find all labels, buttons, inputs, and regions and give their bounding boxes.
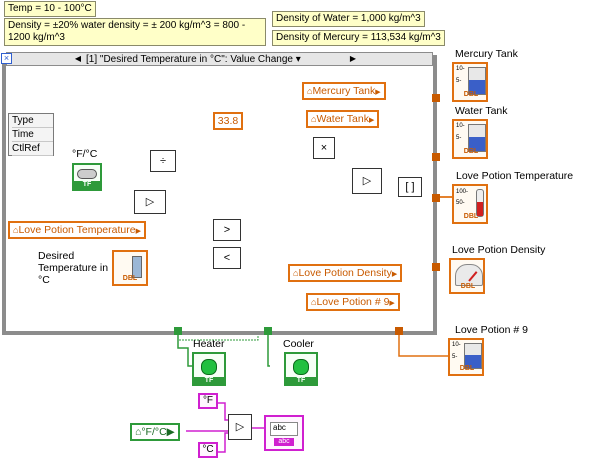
event-data-type: Type xyxy=(12,114,53,128)
temperature-indicator: 100- 50- DBL xyxy=(452,184,488,224)
heater-indicator: TF xyxy=(192,352,226,386)
desired-temp-label: Desired Temperature in °C xyxy=(38,250,109,286)
arrow-icon: ▶ xyxy=(166,426,175,438)
mercury-tank-indicator: 10- 5- DBL xyxy=(452,62,488,102)
note-temp-range: Temp = 10 - 100°C xyxy=(4,1,96,17)
slider-icon xyxy=(132,256,142,278)
case-decrement-icon[interactable]: ◀ xyxy=(74,54,82,63)
house-icon: ⌂ xyxy=(13,225,19,235)
note-density-range: Density = ±20% water density = ± 200 kg/… xyxy=(4,18,266,46)
string-indicator: abc abc xyxy=(264,415,304,451)
love-potion-9-indicator: 10- 5- DBL xyxy=(448,338,484,376)
numeric-constant[interactable]: 33.8 xyxy=(213,112,243,130)
love-potion-9-label: Love Potion # 9 xyxy=(455,324,528,336)
mercury-tank-label: Mercury Tank xyxy=(455,48,518,60)
tunnel-cooler xyxy=(264,327,272,335)
case-label: "Desired Temperature in °C": Value Chang… xyxy=(99,54,293,65)
house-icon: ⌂ xyxy=(293,268,299,278)
density-label: Love Potion Density xyxy=(452,244,546,256)
house-icon: ⌂ xyxy=(307,86,313,96)
house-icon: ⌂ xyxy=(135,426,142,438)
note-water-density: Density of Water = 1,000 kg/m^3 xyxy=(272,11,425,27)
ref-mercury-tank[interactable]: ⌂Mercury Tank▶ xyxy=(302,82,386,100)
case-selector[interactable]: [1] "Desired Temperature in °C": Value C… xyxy=(86,53,346,67)
event-data-time: Time xyxy=(12,128,53,142)
ref-unit-switch[interactable]: ⌂°F/°C▶ xyxy=(130,423,180,441)
case-index: [1] xyxy=(86,54,98,65)
event-structure-frame[interactable] xyxy=(2,55,437,335)
arrow-icon: ▶ xyxy=(368,117,375,124)
case-increment-icon[interactable]: ▶ xyxy=(349,54,357,63)
tunnel-heater xyxy=(174,327,182,335)
temperature-label: Love Potion Temperature xyxy=(456,170,574,182)
led-icon xyxy=(201,359,217,375)
string-constant-fahrenheit[interactable]: °F xyxy=(198,393,218,409)
desired-temp-type: DBL xyxy=(122,275,138,282)
house-icon: ⌂ xyxy=(311,114,317,124)
event-data-ctlref: CtlRef xyxy=(12,142,53,156)
dropdown-icon[interactable]: ▾ xyxy=(295,54,301,65)
ref-love-potion-temperature[interactable]: ⌂Love Potion Temperature▶ xyxy=(8,221,146,239)
multiply-function[interactable]: × xyxy=(313,137,335,159)
tunnel-density xyxy=(432,263,440,271)
select-function[interactable]: ▷ xyxy=(134,190,166,214)
led-icon xyxy=(293,359,309,375)
event-data-node[interactable]: Type Time CtlRef xyxy=(8,113,54,156)
cooler-indicator: TF xyxy=(284,352,318,386)
toggle-switch-icon xyxy=(77,169,97,179)
arrow-icon: ▶ xyxy=(389,300,395,307)
ref-love-potion-density[interactable]: ⌂Love Potion Density▶ xyxy=(288,264,403,282)
water-tank-indicator: 10- 5- DBL xyxy=(452,119,488,159)
unit-switch-type: TF xyxy=(74,181,100,189)
arrow-icon: ▶ xyxy=(375,89,381,96)
desired-temp-control[interactable]: DBL xyxy=(112,250,148,286)
divide-function[interactable]: ÷ xyxy=(150,150,176,172)
unit-switch-label: °F/°C xyxy=(72,148,98,160)
gauge-icon xyxy=(455,264,483,286)
stop-icon[interactable]: × xyxy=(1,53,12,64)
ref-love-potion-9[interactable]: ⌂Love Potion # 9▶ xyxy=(306,293,400,311)
water-tank-label: Water Tank xyxy=(455,105,508,117)
tunnel-potion9 xyxy=(395,327,403,335)
ref-water-tank[interactable]: ⌂Water Tank▶ xyxy=(306,110,380,128)
less-function[interactable]: < xyxy=(213,247,241,269)
tunnel-mercury xyxy=(432,94,440,102)
tank-icon xyxy=(468,67,486,95)
unit-switch-control[interactable]: TF xyxy=(72,163,102,191)
house-icon: ⌂ xyxy=(311,297,317,307)
string-constant-celsius[interactable]: °C xyxy=(198,442,218,458)
density-indicator: DBL xyxy=(449,258,485,294)
heater-label: Heater xyxy=(193,338,225,350)
arrow-icon: ▶ xyxy=(391,271,398,278)
select-string-function[interactable]: ▷ xyxy=(228,414,252,440)
greater-function[interactable]: > xyxy=(213,219,241,241)
cooler-label: Cooler xyxy=(283,338,314,350)
arrow-icon: ▶ xyxy=(135,228,141,235)
tunnel-temperature xyxy=(432,194,440,202)
select-function-2[interactable]: ▷ xyxy=(352,168,382,194)
tank-icon xyxy=(468,124,486,152)
tank-icon xyxy=(464,343,482,369)
tunnel-water xyxy=(432,153,440,161)
build-array-function[interactable]: [ ] xyxy=(398,177,422,197)
note-mercury-density: Density of Mercury = 113,534 kg/m^3 xyxy=(272,30,445,46)
thermometer-icon xyxy=(476,189,484,217)
